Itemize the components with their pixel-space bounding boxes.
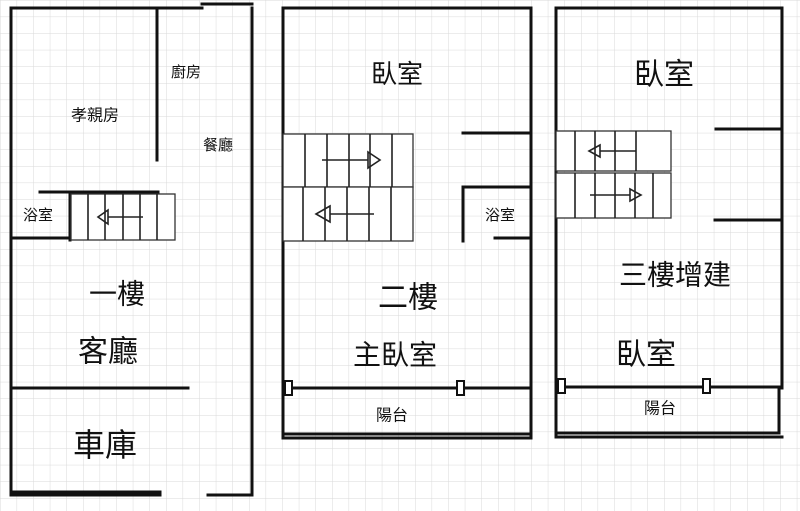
- room-label-garage: 車庫: [73, 426, 137, 464]
- floor-3-plan: 臥室 三樓增建 臥室 陽台: [554, 6, 784, 439]
- room-label-bathroom: 浴室: [485, 206, 515, 224]
- staircase: [555, 130, 672, 219]
- stair-arrow-up-icon: [590, 187, 643, 203]
- balcony-post: [284, 380, 293, 396]
- room-label-bedroom-back: 臥室: [616, 338, 676, 373]
- balcony-post: [702, 378, 711, 394]
- balcony-post: [557, 378, 566, 394]
- stair-arrow-down-icon: [314, 204, 374, 224]
- balcony-post: [456, 380, 465, 396]
- staircase: [70, 193, 176, 241]
- room-label-kitchen: 廚房: [171, 63, 201, 81]
- room-label-balcony: 陽台: [644, 399, 676, 418]
- stair-arrow-down-icon: [587, 143, 636, 159]
- floor-label-1f: 一樓: [89, 278, 145, 311]
- floor-label-2f: 二樓: [378, 281, 438, 316]
- room-label-bedroom-front: 臥室: [634, 58, 694, 93]
- staircase: [282, 133, 414, 242]
- floor-label-3f: 三樓增建: [619, 259, 731, 292]
- room-label-bedroom: 臥室: [371, 60, 423, 90]
- room-label-balcony: 陽台: [376, 406, 408, 425]
- stair-arrow-up-icon: [322, 150, 382, 170]
- floor-2-plan: 臥室 浴室 二樓 主臥室 陽台: [281, 6, 533, 440]
- room-label-parents-room: 孝親房: [71, 106, 119, 125]
- stair-arrow-icon: [96, 208, 143, 226]
- room-label-master-bedroom: 主臥室: [353, 339, 437, 372]
- floor-1-plan: 孝親房 廚房 餐廳 浴室 一樓 客廳 車庫: [9, 2, 254, 497]
- room-label-bathroom: 浴室: [23, 206, 53, 224]
- room-label-dining: 餐廳: [203, 136, 233, 154]
- room-label-living-room: 客廳: [78, 335, 138, 370]
